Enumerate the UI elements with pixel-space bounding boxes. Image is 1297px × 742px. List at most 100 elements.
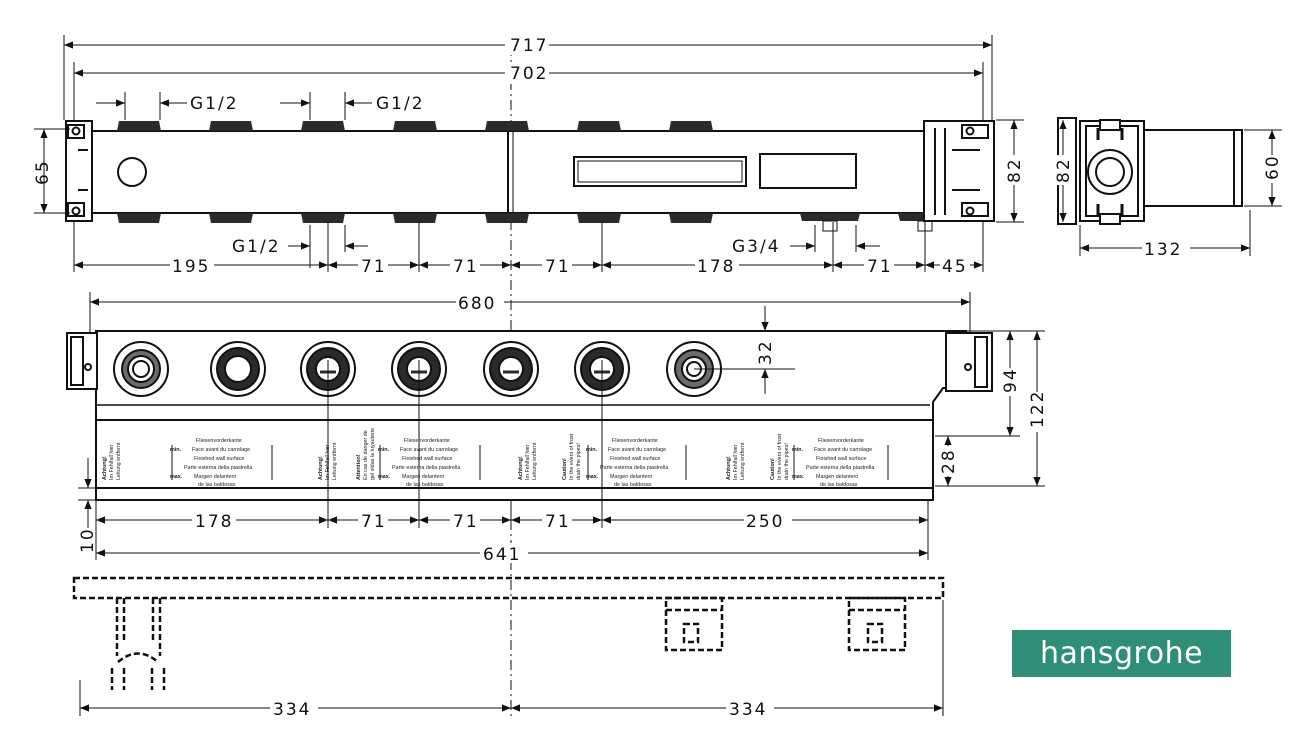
guard-line-6d: de las baldosas (820, 482, 858, 488)
guard-line-3c: Finished wall surface (194, 456, 244, 462)
dim-spacing-71-c: 71 (545, 257, 571, 277)
dim-334-left: 334 (273, 700, 311, 720)
svg-text:In the event of frost: In the event of frost (777, 433, 783, 480)
thread-label-g12-b: G1/2 (376, 94, 425, 114)
svg-text:Im Fehlfall hier: Im Fehlfall hier (109, 444, 115, 480)
svg-text:Im Fehlfall hier: Im Fehlfall hier (525, 444, 531, 480)
thread-label-g12-a: G1/2 (190, 94, 239, 114)
svg-text:In the event of frost: In the event of frost (569, 433, 575, 480)
dim-spacing-195: 195 (172, 257, 210, 277)
svg-text:Achtung!: Achtung! (318, 456, 324, 480)
dim-front-250: 250 (746, 512, 784, 532)
svg-text:Achtung!: Achtung! (518, 456, 524, 480)
plaster-guard-labels: Fliesenvorderkante Face avant du carrela… (102, 428, 889, 488)
dim-334-right: 334 (729, 700, 767, 720)
svg-text:En cas de danger de: En cas de danger de (363, 430, 369, 480)
guard-line-4d: Parte esterna della piastrella (806, 465, 874, 471)
guard-line-1b: Fliesenvorderkante (612, 438, 658, 444)
guard-label-block-1: Fliesenvorderkante Face avant du carrela… (378, 438, 460, 488)
dim-32: 32 (756, 339, 776, 365)
dim-spacing-71-b: 71 (453, 257, 479, 277)
guard-line-4: Parte esterna della piastrella (392, 465, 460, 471)
guard-min-d: min. (792, 447, 804, 453)
dim-702: 702 (510, 64, 548, 84)
svg-text:Im Fehlfall hier: Im Fehlfall hier (325, 444, 331, 480)
dim-front-178: 178 (195, 512, 233, 532)
thread-label-g34: G3/4 (732, 237, 781, 257)
guard-max-c: max. (170, 474, 183, 480)
dim-28: 28 (939, 448, 959, 474)
dim-65: 65 (33, 159, 53, 185)
guard-min-b: min. (586, 447, 598, 453)
dim-122: 122 (1028, 390, 1048, 428)
dim-717: 717 (510, 36, 548, 56)
guard-line-2d: Face avant du carrelage (814, 447, 872, 453)
dim-60: 60 (1263, 154, 1283, 180)
guard-line-6c: de las baldosas (198, 482, 236, 488)
guard-warning-3: Achtung! Im Fehlfall hier Leitung entfer… (518, 442, 538, 480)
guard-line-5d: Margen delantero (816, 474, 858, 480)
guard-line-1c: Fliesenvorderkante (196, 438, 242, 444)
guard-line-3b: Finished wall surface (610, 456, 660, 462)
dim-641: 641 (483, 545, 521, 565)
guard-line-4b: Parte esterna della piastrella (600, 465, 668, 471)
svg-text:Im Fehlfall hier: Im Fehlfall hier (733, 444, 739, 480)
dim-10: 10 (78, 527, 98, 553)
guard-line-2: Face avant du carrelage (400, 447, 458, 453)
guard-line-2c: Face avant du carrelage (192, 447, 250, 453)
guard-warning-5: Achtung! Im Fehlfall hier Leitung entfer… (102, 442, 122, 480)
svg-text:gel vidas la tuyauterie: gel vidas la tuyauterie (370, 428, 376, 480)
guard-min-c: min. (170, 447, 182, 453)
svg-text:Leitung entfernt: Leitung entfernt (740, 442, 746, 480)
dim-front-71-a: 71 (361, 512, 387, 532)
svg-text:Leitung entfernt: Leitung entfernt (332, 442, 338, 480)
guard-line-5b: Margen delantero (610, 474, 652, 480)
guard-line-1: Fliesenvorderkante (404, 438, 450, 444)
guard-label-block-4: Fliesenvorderkante Face avant du carrela… (792, 438, 874, 488)
dim-82-top: 82 (1005, 157, 1025, 183)
guard-max-d: max. (792, 474, 805, 480)
svg-text:Caution!: Caution! (562, 458, 568, 480)
guard-min: min. (378, 447, 390, 453)
guard-warning-2: Attention! En cas de danger de gel vidas… (356, 428, 376, 480)
dim-front-71-c: 71 (545, 512, 571, 532)
svg-text:Leitung entfernt: Leitung entfernt (532, 442, 538, 480)
svg-text:drain the pipes!: drain the pipes! (576, 443, 582, 480)
bottom-view (72, 576, 945, 690)
guard-line-3: Finished wall surface (402, 456, 452, 462)
svg-text:Achtung!: Achtung! (102, 456, 108, 480)
guard-warning-1: Achtung! Im Fehlfall hier Leitung entfer… (318, 442, 338, 480)
svg-text:Attention!: Attention! (356, 454, 362, 480)
dim-94: 94 (1001, 367, 1021, 393)
guard-warning-4: Caution! In the event of frost drain the… (562, 433, 582, 480)
guard-label-block-3: Fliesenvorderkante Face avant du carrela… (170, 438, 252, 488)
svg-text:Leitung entfernt: Leitung entfernt (116, 442, 122, 480)
front-view: 680 (66, 292, 1048, 565)
dim-spacing-71-d: 71 (867, 257, 893, 277)
guard-label-block-2: Fliesenvorderkante Face avant du carrela… (586, 438, 668, 488)
svg-text:drain the pipes!: drain the pipes! (784, 443, 790, 480)
guard-warning-7: Caution! In the event of frost drain the… (770, 433, 790, 480)
dim-82-side: 82 (1054, 157, 1074, 183)
guard-line-5c: Margen delantero (194, 474, 236, 480)
side-view: 82 60 132 (1054, 117, 1283, 260)
hansgrohe-logo: hansgrohe (1012, 630, 1231, 677)
guard-line-2b: Face avant du carrelage (608, 447, 666, 453)
top-view: 717 702 G1/2 G1/2 (33, 33, 1025, 277)
thread-label-g12-c: G1/2 (232, 237, 281, 257)
guard-max: max. (378, 474, 391, 480)
guard-line-1d: Fliesenvorderkante (818, 438, 864, 444)
svg-text:Caution!: Caution! (770, 458, 776, 480)
guard-line-6: de las baldosas (406, 482, 444, 488)
svg-text:Achtung!: Achtung! (726, 456, 732, 480)
guard-line-5: Margen delantero (402, 474, 444, 480)
guard-max-b: max. (586, 474, 599, 480)
dim-spacing-71-a: 71 (361, 257, 387, 277)
dim-680: 680 (458, 294, 496, 314)
dim-spacing-178: 178 (697, 257, 735, 277)
dim-132: 132 (1144, 240, 1182, 260)
guard-line-4c: Parte esterna della piastrella (184, 465, 252, 471)
guard-warning-6: Achtung! Im Fehlfall hier Leitung entfer… (726, 442, 746, 480)
bottom-dims: 334 334 (79, 600, 944, 720)
